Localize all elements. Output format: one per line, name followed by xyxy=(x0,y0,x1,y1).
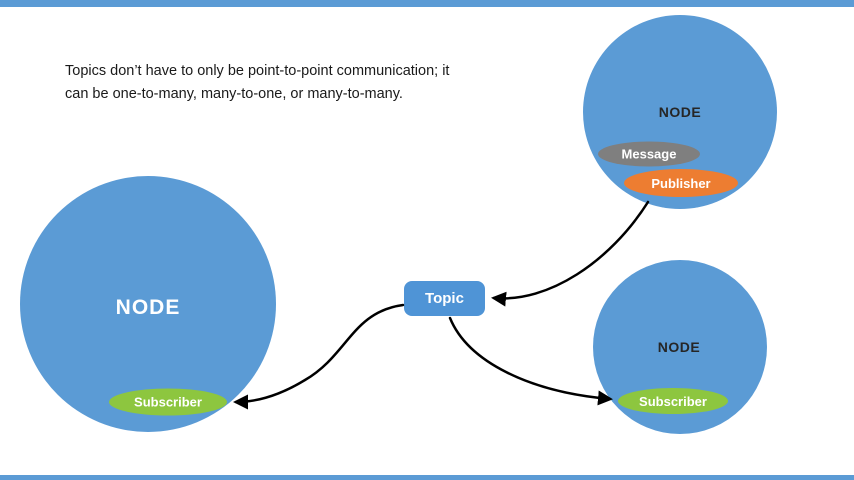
node-label-bottom-right: NODE xyxy=(657,339,701,355)
caption-line-1: Topics don’t have to only be point-to-po… xyxy=(65,63,450,79)
topic-box: Topic xyxy=(404,281,485,316)
message-pill: Message xyxy=(598,141,700,167)
publisher-pill: Publisher xyxy=(624,169,738,197)
arrow-topic-to-right-subscriber xyxy=(448,316,613,406)
subscriber-pill-bottom-right: Subscriber xyxy=(618,388,728,414)
caption-line-2: can be one-to-many, many-to-one, or many… xyxy=(65,86,403,102)
subscriber-pill-left: Subscriber xyxy=(109,388,227,416)
caption-text: Topics don’t have to only be point-to-po… xyxy=(65,60,495,106)
bottom-accent-bar xyxy=(0,475,854,480)
node-label-left: NODE xyxy=(115,296,181,319)
top-accent-bar xyxy=(0,0,854,7)
node-label-top-right: NODE xyxy=(658,104,702,120)
